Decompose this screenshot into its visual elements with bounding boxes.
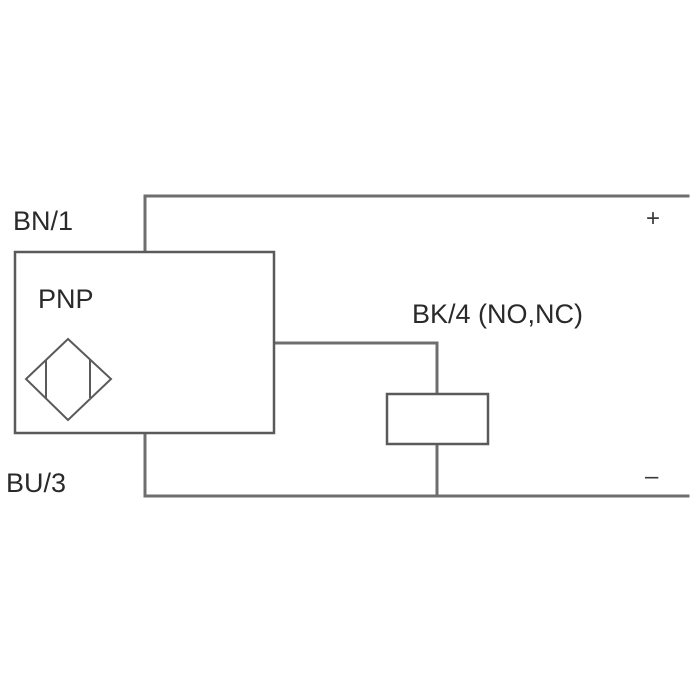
brown-terminal-label: BN/1 [13, 206, 74, 236]
negative-sign: – [645, 463, 659, 490]
sensor-type-label: PNP [38, 284, 94, 314]
black-terminal-label: BK/4 (NO,NC) [412, 299, 584, 329]
sensor-body [13, 250, 276, 435]
positive-supply-wire [143, 194, 690, 254]
positive-sign: + [646, 205, 661, 232]
blue-terminal-label: BU/3 [6, 468, 67, 498]
negative-supply-wire [143, 431, 690, 498]
output-wire [272, 341, 439, 396]
load-resistor-icon [385, 392, 490, 446]
inductive-proximity-sensor-symbol-icon [24, 337, 113, 422]
